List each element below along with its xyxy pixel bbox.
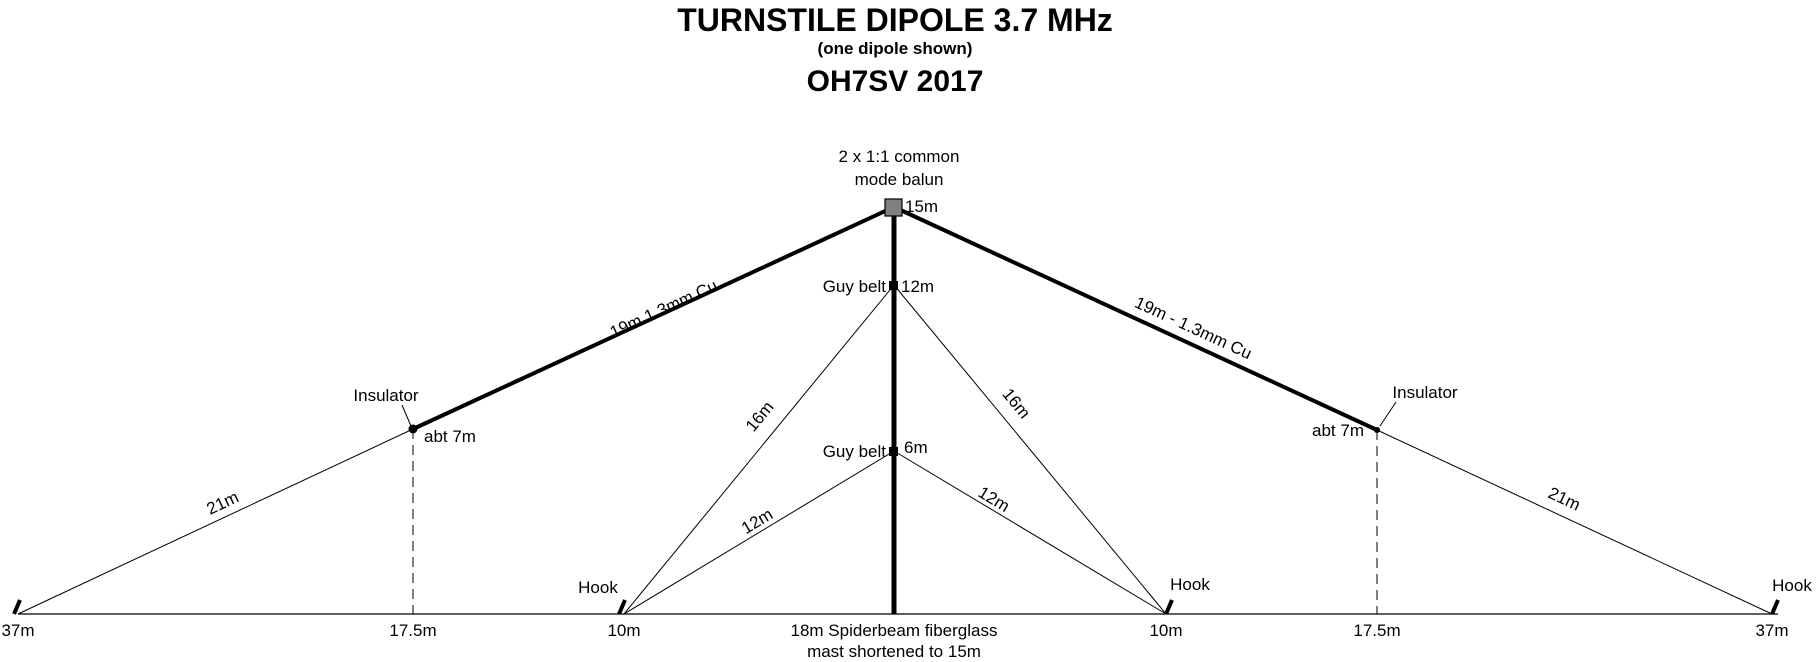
guy-belt-lower-label: Guy belt (823, 442, 887, 461)
rope-right-label: 21m (1545, 483, 1583, 514)
insulator-left (408, 424, 418, 434)
hook-right-guy (1164, 599, 1174, 615)
guy-left-upper (623, 284, 895, 615)
hook-right-guy-distance: 10m (1149, 621, 1182, 640)
anchor-right-distance: 37m (1755, 621, 1788, 640)
guy-belt-upper (889, 281, 898, 290)
guy-right-upper (893, 284, 1167, 615)
guy-left-lower-label: 12m (738, 505, 776, 538)
hook-right-far (1770, 599, 1780, 615)
mast-caption-line1: 18m Spiderbeam fiberglass (791, 621, 998, 640)
hook-left-guy (617, 599, 627, 615)
insulator-right-label: Insulator (1392, 383, 1458, 402)
guy-right-upper-label: 16m (998, 385, 1034, 423)
diagram-subtitle: (one dipole shown) (818, 39, 973, 58)
rope-right (1376, 429, 1773, 615)
hook-right-far-label: Hook (1772, 576, 1812, 595)
guy-left-upper-label: 16m (742, 398, 778, 436)
element-right-label: 19m - 1.3mm Cu (1132, 293, 1255, 363)
insulator-left-label: Insulator (353, 386, 419, 405)
guy-belt-lower (889, 447, 898, 456)
insulator-right (1374, 427, 1380, 433)
dipole-element-left (412, 205, 895, 431)
insulator-left-height: abt 7m (424, 427, 476, 446)
diagram-title: TURNSTILE DIPOLE 3.7 MHz (677, 2, 1113, 38)
insulator-left-distance: 17.5m (389, 621, 436, 640)
insulator-left-leader (401, 404, 412, 427)
hook-left-guy-label: Hook (578, 578, 618, 597)
balun-label-line2: mode balun (855, 170, 944, 189)
insulator-right-height: abt 7m (1312, 421, 1364, 440)
insulator-right-distance: 17.5m (1353, 621, 1400, 640)
hook-right-guy-label: Hook (1170, 575, 1210, 594)
anchor-left-distance: 37m (1, 621, 34, 640)
insulator-right-leader (1379, 401, 1397, 427)
guy-left-lower (623, 450, 895, 615)
mast-caption-line2: mast shortened to 15m (807, 642, 981, 661)
rope-left (17, 428, 414, 615)
guy-right-lower (893, 450, 1167, 615)
rope-left-label: 21m (204, 487, 242, 518)
diagram-author: OH7SV 2017 (807, 65, 984, 98)
dipole-element-right (893, 205, 1378, 432)
element-left-label: 19m 1.3mm Cu (607, 276, 720, 342)
balun-box (884, 198, 903, 217)
guy-belt-lower-height: 6m (904, 438, 928, 457)
guy-belt-upper-label: Guy belt (823, 277, 887, 296)
guy-belt-upper-height: 12m (901, 277, 934, 296)
balun-label-line1: 2 x 1:1 common (839, 147, 960, 166)
hook-left-guy-distance: 10m (607, 621, 640, 640)
feed-height-label: 15m (905, 197, 938, 216)
anchor-left-far (12, 599, 22, 615)
